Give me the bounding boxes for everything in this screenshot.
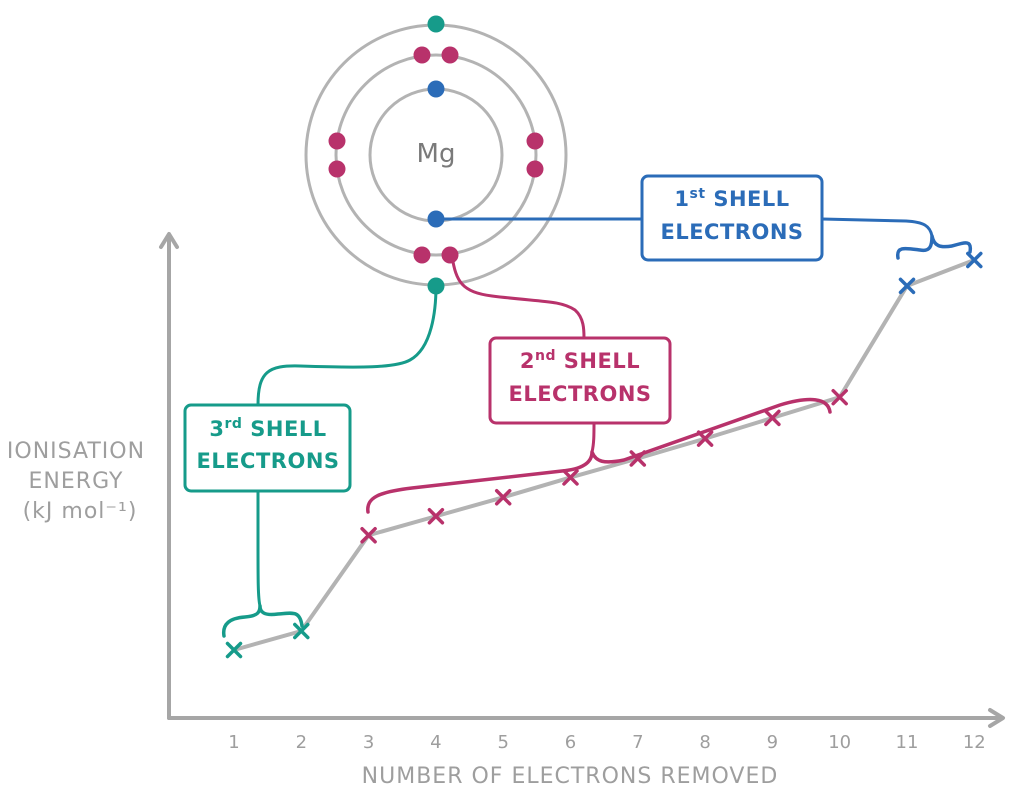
- electron-shell-2-2: [441, 46, 459, 64]
- data-point-3: [360, 526, 377, 544]
- data-markers: [225, 251, 983, 659]
- data-point-9: [764, 409, 781, 427]
- data-point-2: [293, 622, 310, 640]
- callout-line-2: ELECTRONS: [508, 382, 651, 406]
- x-tick-label-1: 1: [228, 732, 239, 753]
- electron-shell-2-3: [413, 246, 431, 264]
- axes: [159, 232, 1005, 728]
- electron-shell-2-7: [526, 132, 544, 150]
- y-axis-title-line-1: IONISATION: [7, 439, 145, 464]
- electron-shell-2-1: [413, 46, 431, 64]
- callout-connector: [434, 217, 934, 238]
- data-point-4: [427, 508, 445, 525]
- data-point-6: [562, 469, 579, 486]
- x-tick-label-11: 11: [896, 732, 919, 753]
- atom-symbol: Mg: [417, 139, 456, 169]
- y-axis-title-line-3: (kJ mol⁻¹): [23, 499, 138, 524]
- callout-line-1: 3rd SHELL: [209, 416, 326, 441]
- callout-third-shell: 3rd SHELL ELECTRONS: [183, 284, 438, 608]
- x-axis-title: NUMBER OF ELECTRONS REMOVED: [362, 764, 779, 789]
- x-tick-label-8: 8: [699, 732, 710, 753]
- x-tick-label-3: 3: [363, 732, 374, 753]
- electron-shell-1-1: [427, 80, 445, 98]
- x-tick-label-4: 4: [430, 732, 441, 753]
- data-point-7: [629, 450, 647, 467]
- electron-shell-2-8: [526, 160, 544, 178]
- callout-box: [640, 174, 824, 262]
- x-tick-label-2: 2: [296, 732, 307, 753]
- x-tick-label-9: 9: [767, 732, 778, 753]
- x-tick-label-10: 10: [828, 732, 851, 753]
- data-line: [232, 258, 977, 652]
- data-point-10: [831, 388, 848, 406]
- atom-shell-2: [334, 53, 538, 257]
- y-axis-title-line-2: ENERGY: [29, 469, 124, 494]
- callout-second-shell: 2nd SHELL ELECTRONS: [450, 254, 672, 454]
- electron-shell-2-5: [328, 132, 346, 150]
- callout-line-1: 1st SHELL: [674, 186, 789, 211]
- callout-connector: [256, 284, 438, 608]
- x-axis-arrowhead: [988, 708, 1005, 728]
- data-point-5: [494, 489, 512, 506]
- electron-shell-3-1: [427, 15, 445, 33]
- electron-shell-2-6: [328, 160, 346, 178]
- callout-connector: [450, 254, 596, 454]
- ionisation-energy-line: [232, 258, 977, 652]
- callout-line-2: ELECTRONS: [660, 220, 803, 244]
- x-tick-label-12: 12: [963, 732, 986, 753]
- callout-first-shell: 1st SHELL ELECTRONS: [434, 174, 934, 262]
- callout-box: [488, 336, 672, 425]
- data-point-12: [966, 251, 983, 269]
- bracket-shell-group-1: [221, 604, 304, 638]
- x-tick-label-6: 6: [565, 732, 576, 753]
- y-axis-title: IONISATION ENERGY (kJ mol⁻¹): [7, 439, 153, 524]
- electron-shell-2-4: [441, 246, 459, 264]
- bracket-shell-group-3: [896, 234, 973, 260]
- mg-atom-diagram: Mg: [304, 15, 568, 295]
- callout-line-1: 2nd SHELL: [520, 348, 640, 373]
- data-point-1: [225, 641, 243, 659]
- x-tick-label-5: 5: [497, 732, 508, 753]
- x-tick-label-7: 7: [632, 732, 643, 753]
- data-point-8: [696, 430, 714, 447]
- y-axis-arrowhead: [159, 232, 179, 249]
- callout-line-2: ELECTRONS: [196, 449, 339, 473]
- callout-box: [183, 403, 352, 493]
- data-point-11: [898, 277, 916, 295]
